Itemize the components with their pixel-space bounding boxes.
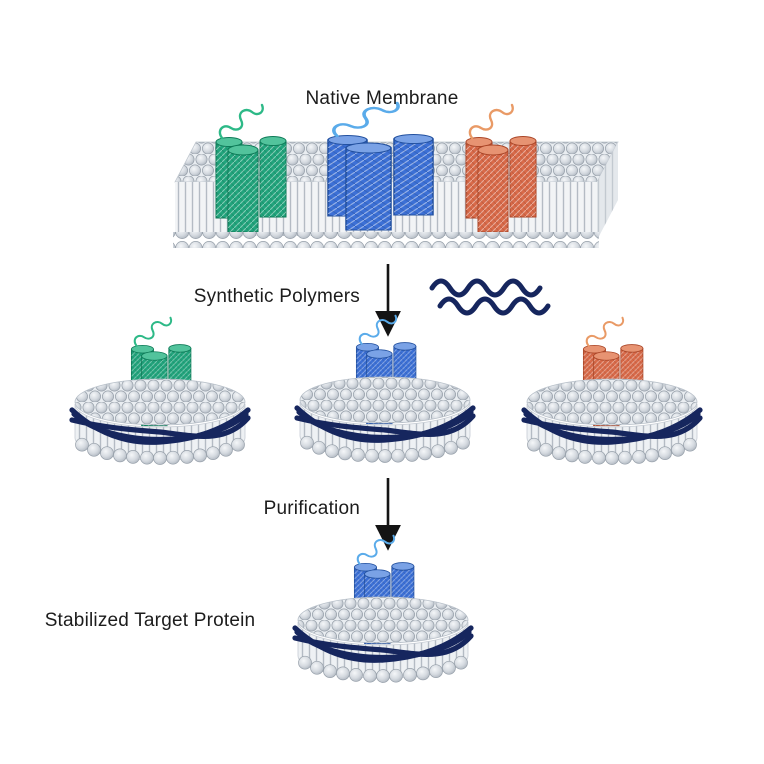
native-membrane-label: Native Membrane xyxy=(305,88,459,109)
polymer-squiggle-icon xyxy=(429,278,551,316)
purification-label: Purification xyxy=(263,498,360,519)
membrane-protein-blue xyxy=(328,103,433,230)
stabilized-target-protein-label: Stabilized Target Protein xyxy=(44,610,256,631)
membrane-protein-green xyxy=(216,105,286,232)
native-membrane-illustration xyxy=(173,103,619,248)
nanodisc-orange xyxy=(524,318,700,465)
membrane-side-face xyxy=(597,142,618,240)
membrane-protein-orange xyxy=(466,105,536,232)
nanodisc-target-protein xyxy=(295,536,471,683)
nanodisc-blue xyxy=(297,316,473,463)
synthetic-polymers-label: Synthetic Polymers xyxy=(193,286,360,307)
membrane-bottom-lipid-row xyxy=(173,232,599,248)
nanodisc-green xyxy=(72,318,248,465)
